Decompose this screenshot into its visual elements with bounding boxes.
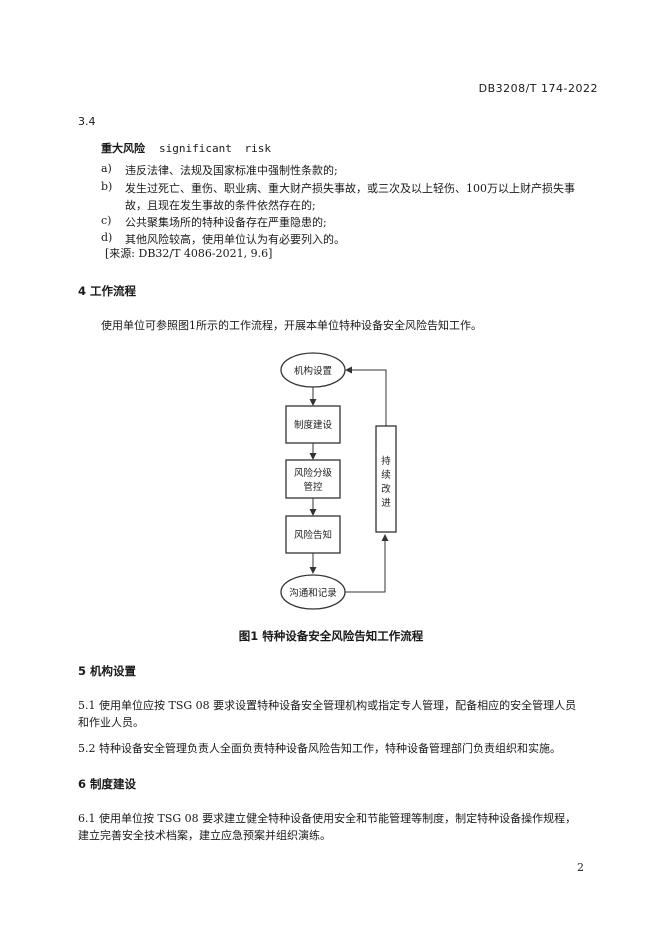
list-label: c) <box>101 214 112 227</box>
flow-feedback-char: 续 <box>381 469 391 481</box>
list-label: b) <box>101 180 113 193</box>
flow-end-label: 沟通和记录 <box>289 587 337 599</box>
section-heading-6: 6 制度建设 <box>78 777 137 791</box>
page-number: 2 <box>577 861 584 874</box>
list-text: 公共聚集场所的特种设备存在严重隐患的; <box>125 216 327 229</box>
list-label: a) <box>101 162 112 175</box>
term-chinese: 重大风险 <box>101 142 145 155</box>
flow-step-policy-label: 制度建设 <box>294 419 333 431</box>
clause-6-1-line-1: 6.1 使用单位按 TSG 08 要求建立健全特种设备使用安全和节能管理等制度，… <box>78 812 577 825</box>
flow-feedback-arrow-out <box>345 366 387 426</box>
workflow-flowchart: 机构设置 制度建设 风险分级 管控 风险告知 沟通和记录 持 续 改 进 <box>280 352 397 610</box>
flow-feedback-char: 改 <box>381 483 391 495</box>
term-entry: 重大风险 significant risk <box>101 140 271 156</box>
flow-step-risk-grading-label-1: 风险分级 <box>294 467 333 479</box>
section-4-paragraph: 使用单位可参照图1所示的工作流程，开展本单位特种设备安全风险告知工作。 <box>101 319 482 332</box>
term-english: significant risk <box>159 142 271 155</box>
clause-5-2: 5.2 特种设备安全管理负责人全面负责特种设备风险告知工作，特种设备管理部门负责… <box>78 742 561 755</box>
flow-feedback-arrow-in <box>345 534 389 593</box>
section-heading-4: 4 工作流程 <box>78 284 137 298</box>
flow-step-risk-notice-label: 风险告知 <box>294 529 332 541</box>
clause-6-1-line-2: 建立完善安全技术档案，建立应急预案并组织演练。 <box>78 829 331 842</box>
section-heading-5: 5 机构设置 <box>78 664 137 678</box>
list-text: 发生过死亡、重伤、职业病、重大财产损失事故，或三次及以上轻伤、100万以上财产损… <box>125 182 575 195</box>
flow-feedback-char: 持 <box>381 455 391 467</box>
source-note: [来源: DB32/T 4086-2021, 9.6] <box>105 247 273 260</box>
flow-step-risk-notice <box>285 515 341 554</box>
list-text: 其他风险较高，使用单位认为有必要列入的。 <box>125 233 345 246</box>
document-code: DB3208/T 174-2022 <box>478 82 598 95</box>
clause-5-1-line-2: 和作业人员。 <box>78 716 144 729</box>
clause-5-1-line-1: 5.1 使用单位应按 TSG 08 要求设置特种设备安全管理机构或指定专人管理，… <box>78 699 577 712</box>
list-text-continuation: 故，且现在发生事故的条件依然存在的; <box>125 199 316 212</box>
clause-number: 3.4 <box>78 115 96 128</box>
list-label: d) <box>101 231 113 244</box>
flow-feedback-char: 进 <box>381 498 391 509</box>
flow-step-policy <box>285 405 341 444</box>
list-text: 违反法律、法规及国家标准中强制性条款的; <box>125 164 338 177</box>
flow-start-label: 机构设置 <box>294 365 332 377</box>
flow-step-risk-grading-label-2: 管控 <box>303 481 323 493</box>
figure-caption: 图1 特种设备安全风险告知工作流程 <box>238 629 424 643</box>
